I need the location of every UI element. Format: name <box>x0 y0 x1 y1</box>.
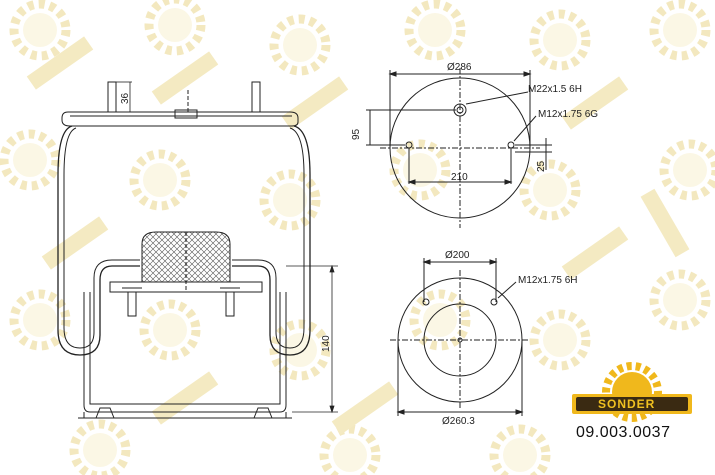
bellows-outer <box>57 125 311 356</box>
piston-center-hole <box>457 337 463 343</box>
top-stud-left <box>107 81 117 113</box>
dim-spacing: 210 <box>451 172 468 183</box>
dim-inner-diameter: Ø200 <box>445 250 470 261</box>
piston-hole-right <box>490 298 498 306</box>
top-fitting <box>174 109 198 119</box>
piston-thread-label: M12x1.75 6H <box>518 275 577 286</box>
top-plate-view <box>366 68 552 228</box>
logo-text: SONDER <box>598 397 655 411</box>
piston-hole-left <box>422 298 430 306</box>
dim-stud-height: 36 <box>120 92 131 104</box>
sonder-logo: SONDER <box>572 362 692 422</box>
thread-side-label: M12x1.75 6G <box>538 109 598 120</box>
piston-body <box>83 292 287 413</box>
thread-center-label: M22x1.5 6H <box>528 84 582 95</box>
dim-top-diameter: Ø286 <box>447 62 472 73</box>
piston-bottom-view <box>390 258 530 416</box>
side-view <box>57 81 311 419</box>
bottom-stud-right <box>225 291 235 317</box>
top-plate <box>61 111 299 127</box>
dim-piston-height: 140 <box>321 335 332 352</box>
dim-outer-diameter: Ø260.3 <box>442 416 475 427</box>
top-stud-right <box>251 81 261 113</box>
watermark-layer <box>4 0 715 475</box>
dim-offset: 95 <box>351 128 362 140</box>
bottom-stud-left <box>127 291 137 317</box>
dim-small: 25 <box>536 160 547 172</box>
side-dimensions <box>116 81 338 414</box>
side-hole-right <box>507 141 515 149</box>
part-number: 09.003.0037 <box>576 424 671 441</box>
